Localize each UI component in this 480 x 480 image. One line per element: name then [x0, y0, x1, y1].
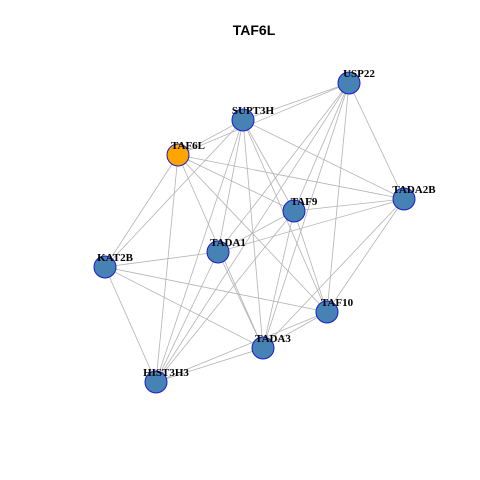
node-circle-supt3h[interactable]	[231, 108, 255, 132]
edge-usp22-tada2b	[348, 82, 405, 200]
edge-layer	[104, 82, 405, 383]
node-tada3[interactable]: TADA3	[251, 333, 291, 360]
edge-tada1-hist3h3	[155, 251, 219, 383]
node-tada1[interactable]: TADA1	[206, 237, 246, 264]
edge-tada1-tada3	[217, 251, 264, 349]
node-tada2b[interactable]: TADA2B	[392, 184, 436, 211]
edge-supt3h-tada2b	[242, 119, 405, 200]
edge-taf6l-taf9	[177, 154, 295, 212]
edge-usp22-taf10	[326, 82, 350, 313]
edge-taf6l-supt3h	[177, 119, 244, 156]
node-supt3h[interactable]: SUPT3H	[231, 105, 275, 132]
edge-taf9-tada3	[262, 210, 295, 349]
edge-tada2b-tada1	[217, 198, 405, 253]
node-label-taf10: TAF10	[321, 297, 354, 309]
node-label-taf6l: TAF6L	[171, 140, 205, 152]
node-circle-kat2b[interactable]	[93, 255, 117, 279]
node-kat2b[interactable]: KAT2B	[93, 252, 134, 279]
edge-taf6l-usp22	[177, 82, 350, 156]
node-label-kat2b: KAT2B	[97, 252, 134, 264]
edge-usp22-tada3	[262, 82, 350, 349]
node-circle-taf6l[interactable]	[166, 143, 190, 167]
edge-usp22-tada1	[217, 82, 350, 253]
node-label-tada1: TADA1	[210, 237, 246, 249]
edge-tada2b-tada3	[262, 198, 405, 349]
node-hist3h3[interactable]: HIST3H3	[143, 367, 189, 394]
edge-supt3h-tada3	[242, 119, 264, 349]
node-label-usp22: USP22	[343, 68, 375, 80]
edge-taf6l-tada2b	[177, 154, 405, 200]
diagram-title: TAF6L	[233, 22, 276, 38]
node-taf10[interactable]: TAF10	[315, 297, 354, 324]
edge-supt3h-hist3h3	[155, 119, 244, 383]
node-label-tada3: TADA3	[255, 333, 291, 345]
edge-taf9-tada2b	[293, 198, 405, 212]
node-label-tada2b: TADA2B	[392, 184, 436, 196]
edge-kat2b-hist3h3	[104, 266, 157, 383]
edge-tada3-hist3h3	[155, 347, 264, 383]
edge-tada2b-taf10	[326, 198, 405, 313]
node-label-supt3h: SUPT3H	[232, 105, 275, 117]
edge-taf6l-kat2b	[104, 154, 179, 268]
node-circle-usp22[interactable]	[337, 71, 361, 95]
node-taf9[interactable]: TAF9	[282, 196, 318, 223]
edge-taf10-tada3	[262, 311, 328, 349]
node-taf6l[interactable]: TAF6L	[166, 140, 205, 167]
edge-taf9-tada1	[217, 210, 295, 253]
edge-usp22-supt3h	[242, 82, 350, 121]
edge-taf10-hist3h3	[155, 311, 328, 383]
node-circle-tada3[interactable]	[251, 336, 275, 360]
node-circle-taf9[interactable]	[282, 199, 306, 223]
edge-supt3h-taf9	[242, 119, 295, 212]
node-label-taf9: TAF9	[291, 196, 318, 208]
node-usp22[interactable]: USP22	[337, 68, 375, 95]
edge-taf9-hist3h3	[155, 210, 295, 383]
edge-supt3h-tada1	[217, 119, 244, 253]
edge-kat2b-taf10	[104, 266, 328, 313]
node-circle-tada1[interactable]	[206, 240, 230, 264]
node-circle-tada2b[interactable]	[392, 187, 416, 211]
edge-usp22-taf9	[293, 82, 350, 212]
edge-taf9-taf10	[293, 210, 328, 313]
node-circle-hist3h3[interactable]	[144, 370, 168, 394]
edge-supt3h-kat2b	[104, 119, 244, 268]
edge-kat2b-tada3	[104, 266, 264, 349]
node-circle-taf10[interactable]	[315, 300, 339, 324]
edge-tada1-kat2b	[104, 251, 219, 268]
node-label-hist3h3: HIST3H3	[143, 367, 189, 379]
